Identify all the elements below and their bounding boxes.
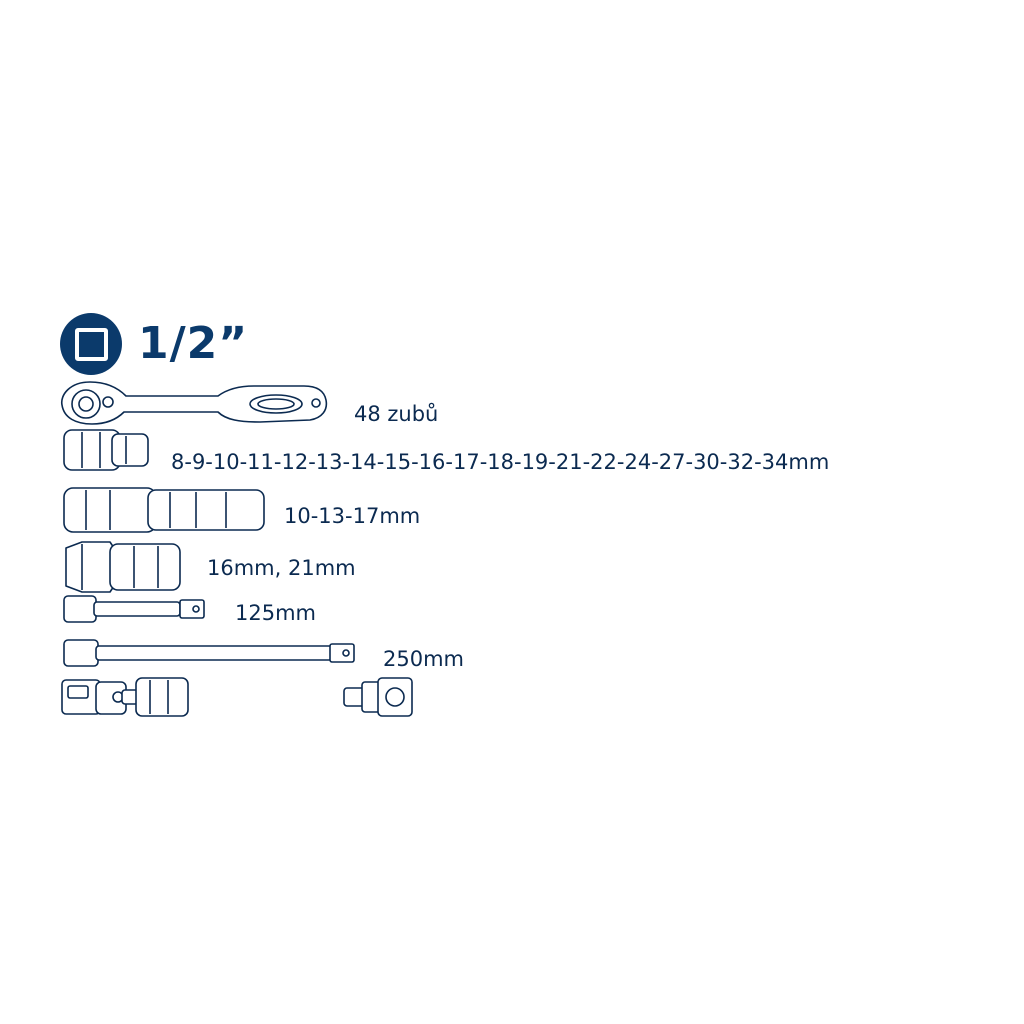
extension-short-length-label: 125mm xyxy=(235,601,316,625)
extension-long-length-label: 250mm xyxy=(383,647,464,671)
square-drive-symbol xyxy=(74,327,108,361)
extension-bar-short-icon xyxy=(63,595,205,623)
adapter-icon xyxy=(343,677,413,717)
spark-plug-socket-sizes-label: 16mm, 21mm xyxy=(207,556,356,580)
deep-socket-icon xyxy=(63,487,265,533)
short-socket-icon xyxy=(63,429,149,471)
deep-socket-sizes-label: 10-13-17mm xyxy=(284,504,421,528)
drive-size-label: 1/2” xyxy=(138,318,249,369)
square-drive-icon xyxy=(60,313,122,375)
short-socket-sizes-label: 8-9-10-11-12-13-14-15-16-17-18-19-21-22-… xyxy=(171,450,830,474)
ratchet-icon xyxy=(61,381,328,425)
ratchet-label: 48 zubů xyxy=(354,402,439,426)
spark-plug-socket-icon xyxy=(65,541,181,593)
extension-bar-long-icon xyxy=(63,639,355,667)
universal-joint-icon xyxy=(61,677,189,717)
